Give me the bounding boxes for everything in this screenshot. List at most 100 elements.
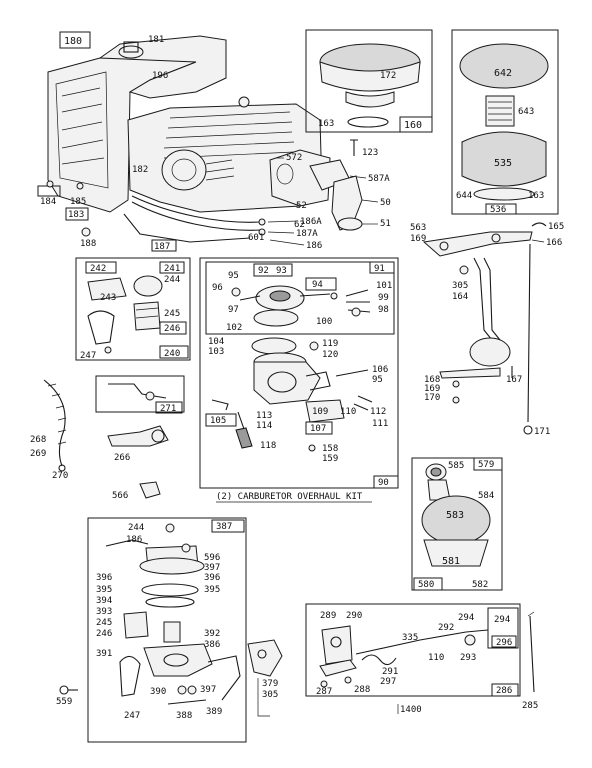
label-579: 579 — [478, 460, 494, 470]
label-266: 266 — [114, 453, 130, 463]
label-94: 94 — [312, 280, 323, 290]
label-247a: 247 — [80, 351, 96, 361]
label-536: 536 — [490, 205, 506, 215]
label-241: 241 — [164, 264, 180, 274]
label-245b: 245 — [96, 618, 112, 628]
label-99: 99 — [378, 293, 389, 303]
label-98: 98 — [378, 305, 389, 315]
linkage-parts: 271 268 269 270 266 566 — [30, 375, 185, 501]
label-112: 112 — [370, 407, 386, 417]
label-379: 379 — [262, 679, 278, 689]
label-169b: 169 — [424, 384, 440, 394]
label-395a: 395 — [96, 585, 112, 595]
label-572: 572 — [286, 153, 302, 163]
label-395b: 395 — [204, 585, 220, 595]
fuel-pump-387: 387 244 186 596 397 396 396 395 395 394 … — [87, 517, 247, 743]
label-101: 101 — [376, 281, 392, 291]
label-163b: 163 — [528, 191, 544, 201]
label-583: 583 — [446, 510, 464, 521]
label-183: 183 — [68, 210, 84, 220]
label-294a: 294 — [494, 615, 510, 625]
label-390: 390 — [150, 687, 166, 697]
label-397b: 397 — [200, 685, 216, 695]
label-168: 168 — [424, 375, 440, 385]
label-103: 103 — [208, 347, 224, 357]
label-164: 164 — [452, 292, 468, 302]
label-286: 286 — [496, 686, 512, 696]
label-563: 563 — [410, 223, 426, 233]
label-62: 62 — [294, 220, 305, 230]
label-386: 386 — [204, 640, 220, 650]
label-392: 392 — [204, 629, 220, 639]
label-247b: 247 — [124, 711, 140, 721]
rod-285: 285 — [522, 611, 538, 711]
label-397a: 397 — [204, 563, 220, 573]
label-182: 182 — [132, 165, 148, 175]
label-289: 289 — [320, 611, 336, 621]
label-559: 559 — [56, 697, 72, 707]
label-169a: 169 — [410, 234, 426, 244]
label-388: 388 — [176, 711, 192, 721]
label-291: 291 — [382, 667, 398, 677]
label-187a: 187A — [296, 229, 318, 239]
control-bracket: 563 169 165 166 305 164 168 169 170 167 … — [410, 222, 564, 437]
label-587a: 587A — [368, 174, 390, 184]
label-92: 92 — [258, 266, 269, 276]
label-185: 185 — [70, 197, 86, 207]
label-596: 596 — [204, 553, 220, 563]
label-584: 584 — [478, 491, 494, 501]
label-109: 109 — [312, 407, 328, 417]
label-391: 391 — [96, 649, 112, 659]
air-cleaner-160: 172 163 160 — [305, 29, 433, 133]
label-601: 601 — [248, 233, 264, 243]
label-305a: 305 — [452, 281, 468, 291]
label-172: 172 — [380, 71, 396, 81]
label-114: 114 — [256, 421, 272, 431]
muffler-579: 579 585 584 583 581 580 582 — [411, 457, 503, 591]
label-97: 97 — [228, 305, 239, 315]
label-566: 566 — [112, 491, 128, 501]
label-171: 171 — [534, 427, 550, 437]
label-50: 50 — [380, 198, 391, 208]
label-188: 188 — [80, 239, 96, 249]
label-246a: 246 — [164, 324, 180, 334]
label-120: 120 — [322, 350, 338, 360]
label-91: 91 — [374, 264, 385, 274]
label-242: 242 — [90, 264, 106, 274]
label-184: 184 — [40, 197, 56, 207]
label-268: 268 — [30, 435, 46, 445]
fuel-pump-240: 242 241 244 243 245 246 247 240 — [75, 257, 191, 361]
label-95a: 95 — [228, 271, 239, 281]
screw-559: 559 — [56, 685, 78, 707]
label-389: 389 — [206, 707, 222, 717]
label-165: 165 — [548, 222, 564, 232]
label-52: 52 — [296, 201, 307, 211]
label-240: 240 — [164, 349, 180, 359]
label-107: 107 — [310, 424, 326, 434]
label-305b: 305 — [262, 690, 278, 700]
label-159: 159 — [322, 454, 338, 464]
label-287: 287 — [316, 687, 332, 697]
throttle-control-286: 289 290 294 294 296 292 335 110 293 291 … — [305, 603, 521, 715]
label-104: 104 — [208, 337, 224, 347]
label-644: 644 — [456, 191, 472, 201]
label-288: 288 — [354, 685, 370, 695]
label-246b: 246 — [96, 629, 112, 639]
label-335: 335 — [402, 633, 418, 643]
label-244a: 244 — [164, 275, 180, 285]
label-110b: 110 — [428, 653, 444, 663]
carburetor-90: 91 95 92 93 96 97 94 101 99 100 98 102 1… — [199, 257, 399, 503]
label-123: 123 — [362, 148, 378, 158]
label-180: 180 — [64, 36, 82, 47]
label-187: 187 — [154, 242, 170, 252]
label-113: 113 — [256, 411, 272, 421]
label-163a: 163 — [318, 119, 334, 129]
label-95b: 95 — [372, 375, 383, 385]
label-90: 90 — [378, 478, 389, 488]
label-119: 119 — [322, 339, 338, 349]
label-160: 160 — [404, 120, 422, 131]
label-1400: 1400 — [400, 705, 422, 715]
label-293: 293 — [460, 653, 476, 663]
label-642: 642 — [494, 68, 512, 79]
